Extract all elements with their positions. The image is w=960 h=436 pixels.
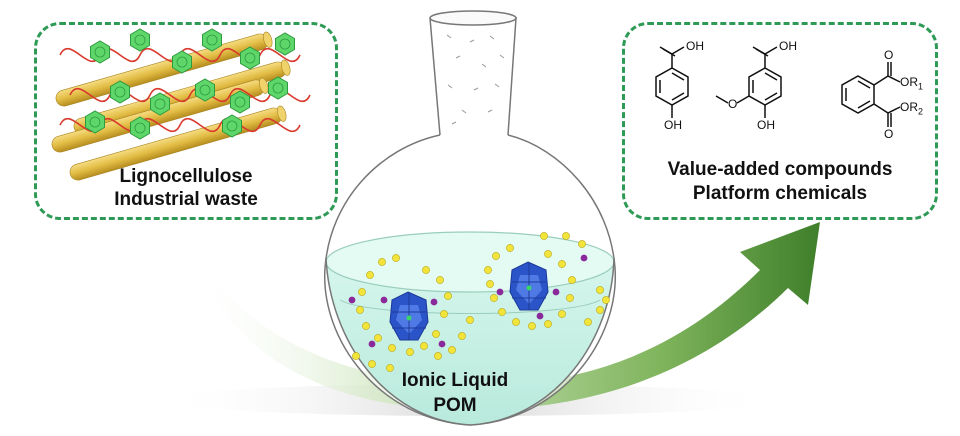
yellow-atom xyxy=(368,360,376,368)
yellow-atom xyxy=(356,306,364,314)
yellow-atom xyxy=(540,232,548,240)
caption-lignocellulose: Lignocellulose xyxy=(119,166,253,187)
yellow-atom xyxy=(432,330,440,338)
flask-neck-marks xyxy=(446,34,505,125)
yellow-atom xyxy=(378,258,386,266)
structure-phthalate-ester xyxy=(841,62,901,127)
yellow-atom xyxy=(434,352,442,360)
structure-vanillic-acid xyxy=(715,46,782,118)
yellow-atom xyxy=(544,250,552,258)
caption-value-added: Value-added compounds xyxy=(667,159,893,180)
yellow-atom xyxy=(578,240,586,248)
caption-platform-chemicals: Platform chemicals xyxy=(692,183,868,204)
lignin-aromatic-ring xyxy=(268,76,288,100)
lignin-aromatic-ring xyxy=(85,110,105,134)
yellow-atom xyxy=(448,346,456,354)
lignin-aromatic-ring xyxy=(222,114,242,138)
yellow-atom xyxy=(512,318,520,326)
yellow-atom xyxy=(584,318,592,326)
yellow-atom xyxy=(422,266,430,274)
yellow-atom xyxy=(392,254,400,262)
yellow-atom xyxy=(498,308,506,316)
acid2-oh-label: OH xyxy=(779,39,797,53)
yellow-atom xyxy=(420,342,428,350)
yellow-atom xyxy=(558,260,566,268)
yellow-atom xyxy=(596,286,604,294)
yellow-atom xyxy=(492,252,500,260)
yellow-atom xyxy=(436,276,444,284)
yellow-atom xyxy=(566,294,574,302)
yellow-atom xyxy=(466,316,474,324)
yellow-atom xyxy=(444,292,452,300)
yellow-atom xyxy=(544,320,552,328)
ester1-o-label: O xyxy=(884,48,894,62)
yellow-atom xyxy=(602,296,610,304)
flask-caption: Ionic Liquid POM xyxy=(380,368,530,418)
yellow-atom xyxy=(596,306,604,314)
yellow-atom xyxy=(388,344,396,352)
purple-atom xyxy=(552,288,560,296)
lignin-aromatic-ring xyxy=(195,78,215,102)
yellow-atom xyxy=(562,232,570,240)
purple-atom xyxy=(368,340,376,348)
purple-atom xyxy=(580,254,588,262)
pom-cluster-right xyxy=(509,261,549,311)
lignin-aromatic-ring xyxy=(230,90,250,114)
yellow-atom xyxy=(386,364,394,372)
purple-atom xyxy=(496,288,504,296)
caption-pom: POM xyxy=(433,395,477,416)
purple-atom xyxy=(348,296,356,304)
yellow-atom xyxy=(366,271,374,279)
products-panel xyxy=(622,22,938,220)
ester1-or-label: OR1 xyxy=(900,75,924,92)
ester2-or-label: OR2 xyxy=(900,100,924,117)
lignin-aromatic-ring xyxy=(150,92,170,116)
chemical-structures xyxy=(655,46,901,127)
caption-industrial-waste: Industrial waste xyxy=(114,189,258,210)
ionic-liquid-atoms xyxy=(348,232,610,372)
lignocellulose-caption: Lignocellulose Industrial waste xyxy=(34,165,338,211)
lignin-aromatic-ring xyxy=(202,28,222,52)
lignin-aromatic-ring xyxy=(240,46,260,70)
yellow-atom xyxy=(440,310,448,318)
process-arrow xyxy=(188,222,820,410)
lignin-aromatic-ring xyxy=(275,32,295,56)
acid2-oh-bottom-label: OH xyxy=(757,118,775,132)
yellow-atom xyxy=(374,334,382,342)
ester2-o-label: O xyxy=(884,127,894,141)
yellow-atom xyxy=(558,310,566,318)
yellow-atom xyxy=(358,288,366,296)
cellulose-fiber xyxy=(73,59,291,135)
yellow-atom xyxy=(352,352,360,360)
products-caption: Value-added compounds Platform chemicals xyxy=(622,158,938,206)
lignin-aromatic-ring xyxy=(130,28,150,52)
lignin-aromatic-ring xyxy=(90,40,110,64)
yellow-atom xyxy=(568,276,576,284)
yellow-atom xyxy=(528,322,536,330)
cellulose-fiber xyxy=(55,31,273,107)
lignin-aromatic-ring xyxy=(130,116,150,140)
caption-ionic-liquid: Ionic Liquid xyxy=(401,370,509,391)
purple-atom xyxy=(536,312,544,320)
acid2-methoxy-o-label: O xyxy=(728,97,738,111)
purple-atom xyxy=(380,296,388,304)
yellow-atom xyxy=(406,348,414,356)
lignocellulose-panel xyxy=(34,22,338,220)
lignin-aromatic-ring xyxy=(110,80,130,104)
yellow-atom xyxy=(362,322,370,330)
purple-atom xyxy=(438,340,446,348)
lignin-aromatic-ring xyxy=(172,50,192,74)
yellow-atom xyxy=(490,294,498,302)
pom-cluster-left xyxy=(389,291,429,341)
purple-atom xyxy=(430,298,438,306)
lignocellulose-illustration xyxy=(51,28,311,181)
acid1-oh-label: OH xyxy=(686,39,704,53)
yellow-atom xyxy=(458,332,466,340)
yellow-atom xyxy=(486,280,494,288)
yellow-atom xyxy=(484,266,492,274)
yellow-atom xyxy=(506,244,514,252)
acid1-oh-bottom-label: OH xyxy=(664,118,682,132)
structure-4-hydroxybenzoic-acid xyxy=(655,46,689,118)
